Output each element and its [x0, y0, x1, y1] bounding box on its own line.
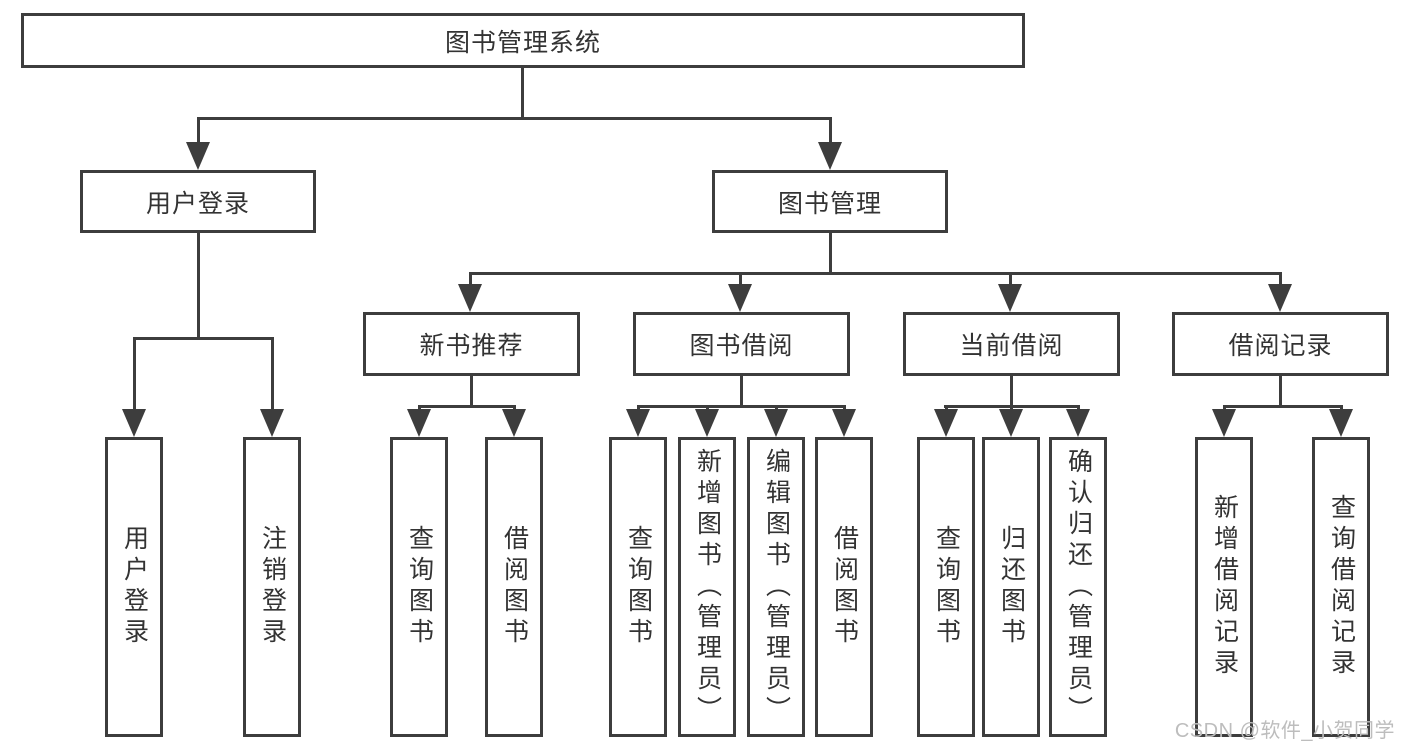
leaf-logout-label: 注销登录 — [258, 525, 287, 649]
connector-level3-drop — [739, 272, 742, 286]
node-new-book-recommend: 新书推荐 — [363, 312, 580, 376]
connector-group-stem — [470, 376, 473, 408]
connector-root-stem — [521, 68, 524, 118]
node-book-borrow: 图书借阅 — [633, 312, 850, 376]
leaf-return-book-label: 归还图书 — [997, 525, 1026, 649]
leaf-add-book-admin-label: 新增图书（管理员） — [693, 447, 722, 727]
leaf-return-book: 归还图书 — [982, 437, 1040, 737]
arrow-down-icon — [1268, 284, 1292, 312]
arrow-down-icon — [934, 409, 958, 437]
node-book-management-label: 图书管理 — [777, 189, 882, 218]
leaf-query-book-recommend-label: 查询图书 — [405, 525, 434, 649]
connector-user-login-drop — [197, 117, 200, 144]
leaf-confirm-return-admin-label: 确认归还（管理员） — [1064, 447, 1093, 727]
leaf-user-login: 用户登录 — [105, 437, 163, 737]
connector-group-rail — [418, 405, 516, 408]
leaf-query-book-current-label: 查询图书 — [932, 525, 961, 649]
leaf-query-book-borrow-label: 查询图书 — [624, 525, 653, 649]
arrow-down-icon — [407, 409, 431, 437]
leaf-add-borrow-record: 新增借阅记录 — [1195, 437, 1253, 737]
leaf-borrow-book-label: 借阅图书 — [830, 525, 859, 649]
connector-level3-rail — [469, 272, 1282, 275]
arrow-down-icon — [458, 284, 482, 312]
leaf-borrow-book: 借阅图书 — [815, 437, 873, 737]
connector-group-stem — [1010, 376, 1013, 408]
leaf-add-borrow-record-label: 新增借阅记录 — [1210, 494, 1239, 680]
leaf-add-book-admin: 新增图书（管理员） — [678, 437, 736, 737]
connector-leaf-drop — [271, 337, 274, 411]
leaf-query-book-current: 查询图书 — [917, 437, 975, 737]
arrow-down-icon — [818, 142, 842, 170]
leaf-query-borrow-record: 查询借阅记录 — [1312, 437, 1370, 737]
leaf-query-borrow-record-label: 查询借阅记录 — [1327, 494, 1356, 680]
arrow-down-icon — [695, 409, 719, 437]
connector-level3-drop — [469, 272, 472, 286]
connector-leaf-drop — [133, 337, 136, 411]
connector-group-rail — [637, 405, 846, 408]
leaf-edit-book-admin: 编辑图书（管理员） — [747, 437, 805, 737]
node-borrow-records: 借阅记录 — [1172, 312, 1389, 376]
connector-user-login-rail — [133, 337, 274, 340]
arrow-down-icon — [832, 409, 856, 437]
node-current-borrow-label: 当前借阅 — [959, 332, 1064, 360]
node-user-login: 用户登录 — [80, 170, 316, 233]
leaf-edit-book-admin-label: 编辑图书（管理员） — [762, 447, 791, 727]
arrow-down-icon — [1066, 409, 1090, 437]
leaf-logout: 注销登录 — [243, 437, 301, 737]
connector-level3-drop — [1279, 272, 1282, 286]
leaf-borrow-book-recommend-label: 借阅图书 — [500, 525, 529, 649]
arrow-down-icon — [626, 409, 650, 437]
leaf-query-book-recommend: 查询图书 — [390, 437, 448, 737]
connector-level2-rail — [197, 117, 832, 120]
node-book-borrow-label: 图书借阅 — [689, 332, 794, 360]
connector-book-mgmt-stem — [829, 233, 832, 275]
node-borrow-records-label: 借阅记录 — [1228, 332, 1333, 360]
connector-level3-drop — [1009, 272, 1012, 286]
node-new-book-recommend-label: 新书推荐 — [419, 332, 524, 360]
connector-group-stem — [740, 376, 743, 408]
connector-group-rail — [1223, 405, 1343, 408]
arrow-down-icon — [998, 284, 1022, 312]
connector-user-login-stem — [197, 233, 200, 340]
node-book-management: 图书管理 — [712, 170, 948, 233]
node-root-label: 图书管理系统 — [444, 28, 601, 57]
connector-book-mgmt-drop — [829, 117, 832, 144]
csdn-watermark: CSDN @软件_小贺同学 — [1174, 720, 1395, 742]
arrow-down-icon — [1329, 409, 1353, 437]
arrow-down-icon — [1212, 409, 1236, 437]
connector-group-stem — [1279, 376, 1282, 408]
node-user-login-label: 用户登录 — [145, 189, 250, 218]
arrow-down-icon — [502, 409, 526, 437]
node-current-borrow: 当前借阅 — [903, 312, 1120, 376]
arrow-down-icon — [764, 409, 788, 437]
arrow-down-icon — [999, 409, 1023, 437]
arrow-down-icon — [122, 409, 146, 437]
node-root: 图书管理系统 — [21, 13, 1025, 68]
arrow-down-icon — [186, 142, 210, 170]
leaf-query-book-borrow: 查询图书 — [609, 437, 667, 737]
leaf-user-login-label: 用户登录 — [120, 525, 149, 649]
leaf-confirm-return-admin: 确认归还（管理员） — [1049, 437, 1107, 737]
leaf-borrow-book-recommend: 借阅图书 — [485, 437, 543, 737]
arrow-down-icon — [260, 409, 284, 437]
arrow-down-icon — [728, 284, 752, 312]
